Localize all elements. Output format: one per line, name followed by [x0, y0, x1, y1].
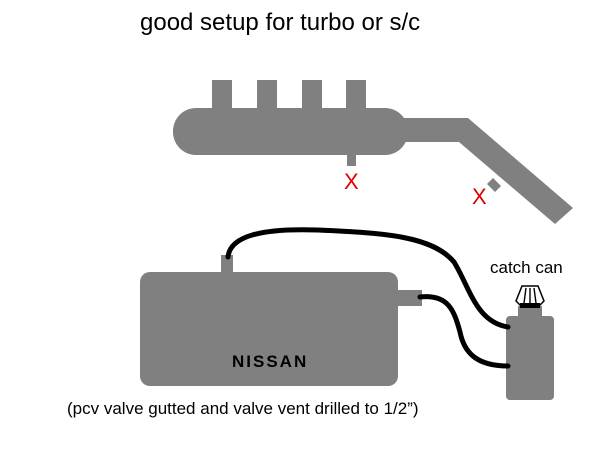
manifold-plenum — [173, 108, 408, 155]
filter-pleat-3 — [533, 287, 537, 304]
valve-cover-body — [140, 272, 398, 386]
hose-pcv-to-catch-can — [225, 227, 511, 330]
catch-can-icon — [506, 285, 554, 400]
catch-can-neck — [518, 306, 542, 318]
intake-tube-port — [487, 178, 501, 192]
catch-can-label: catch can — [490, 258, 563, 277]
pcv-port — [221, 255, 233, 275]
breather-filter-icon — [515, 285, 545, 308]
blocked-port-marker-2: X — [472, 184, 487, 209]
filter-pleat-1 — [523, 287, 527, 304]
manifold-runner-2 — [257, 80, 277, 112]
blocked-port-marker-1: X — [344, 169, 359, 194]
filter-clamp — [520, 303, 540, 308]
manifold-runner-4 — [346, 80, 366, 112]
hose-breather-to-catch-can — [417, 294, 511, 369]
intake-tube — [400, 118, 573, 224]
engine-brand-logo: NISSAN — [232, 352, 308, 371]
valve-cover-icon — [140, 255, 422, 386]
breather-port — [396, 290, 422, 306]
intake-manifold-icon — [173, 80, 573, 224]
diagram-title: good setup for turbo or s/c — [140, 9, 421, 36]
manifold-runner-3 — [302, 80, 322, 112]
catch-can-body — [506, 316, 554, 400]
manifold-vacuum-port — [347, 150, 356, 166]
setup-note: (pcv valve gutted and valve vent drilled… — [67, 399, 419, 418]
manifold-runner-1 — [212, 80, 232, 112]
